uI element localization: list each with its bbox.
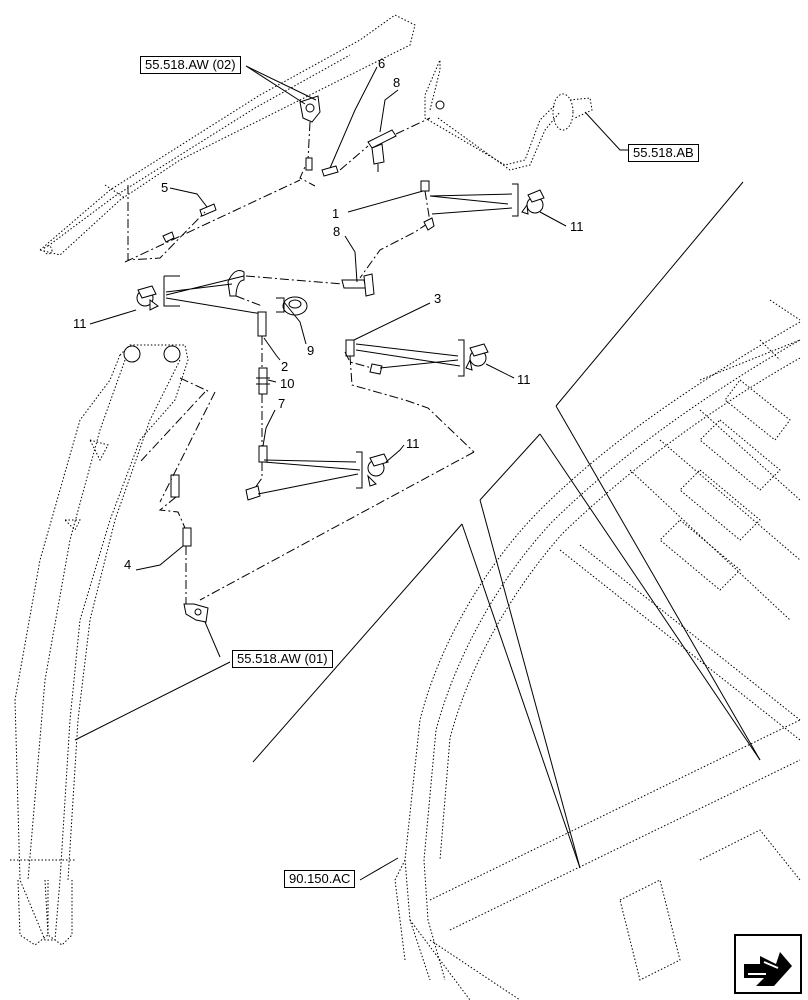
clip-11-lower: [367, 453, 389, 487]
clip-11-left: [136, 285, 159, 311]
lower-wiper-arm: [10, 344, 189, 946]
callout-11-upper-right: 11: [570, 219, 584, 234]
connector-10: [256, 367, 270, 395]
cab-roof-structure: [394, 299, 801, 1000]
callout-9: 9: [307, 343, 314, 358]
callout-7: 7: [278, 396, 285, 411]
upper-wiper-arm: [38, 14, 416, 256]
grommet-9: [282, 296, 308, 316]
callout-11-left: 11: [73, 316, 87, 331]
tee-fitting-middle: [341, 273, 375, 297]
rear-pipe-55.518.AB: [424, 59, 593, 171]
callout-2: 2: [281, 359, 288, 374]
ref-90.150.AC[interactable]: 90.150.AC: [284, 870, 356, 888]
callout-8-upper: 8: [393, 75, 400, 90]
callout-11-lower: 11: [406, 436, 420, 451]
ref-55.518.AW-01[interactable]: 55.518.AW (01): [232, 650, 333, 668]
clip-11-right-middle: [465, 343, 489, 371]
callout-6: 6: [378, 56, 385, 71]
tee-fitting-upper: [367, 129, 397, 172]
ref-55.518.AW-02[interactable]: 55.518.AW (02): [140, 56, 241, 74]
callout-3: 3: [434, 291, 441, 306]
upper-washer-nozzle: [299, 95, 321, 123]
lower-washer-nozzle: [183, 603, 209, 623]
callout-8-middle: 8: [333, 224, 340, 239]
ref-55.518.AB[interactable]: 55.518.AB: [628, 144, 699, 162]
next-page-arrow-icon[interactable]: [734, 934, 802, 994]
callout-5: 5: [161, 180, 168, 195]
clip-11-upper-right: [521, 189, 545, 215]
callout-4: 4: [124, 557, 131, 572]
callout-1: 1: [332, 206, 339, 221]
callout-11-right-middle: 11: [517, 372, 531, 387]
callout-10: 10: [280, 376, 294, 391]
